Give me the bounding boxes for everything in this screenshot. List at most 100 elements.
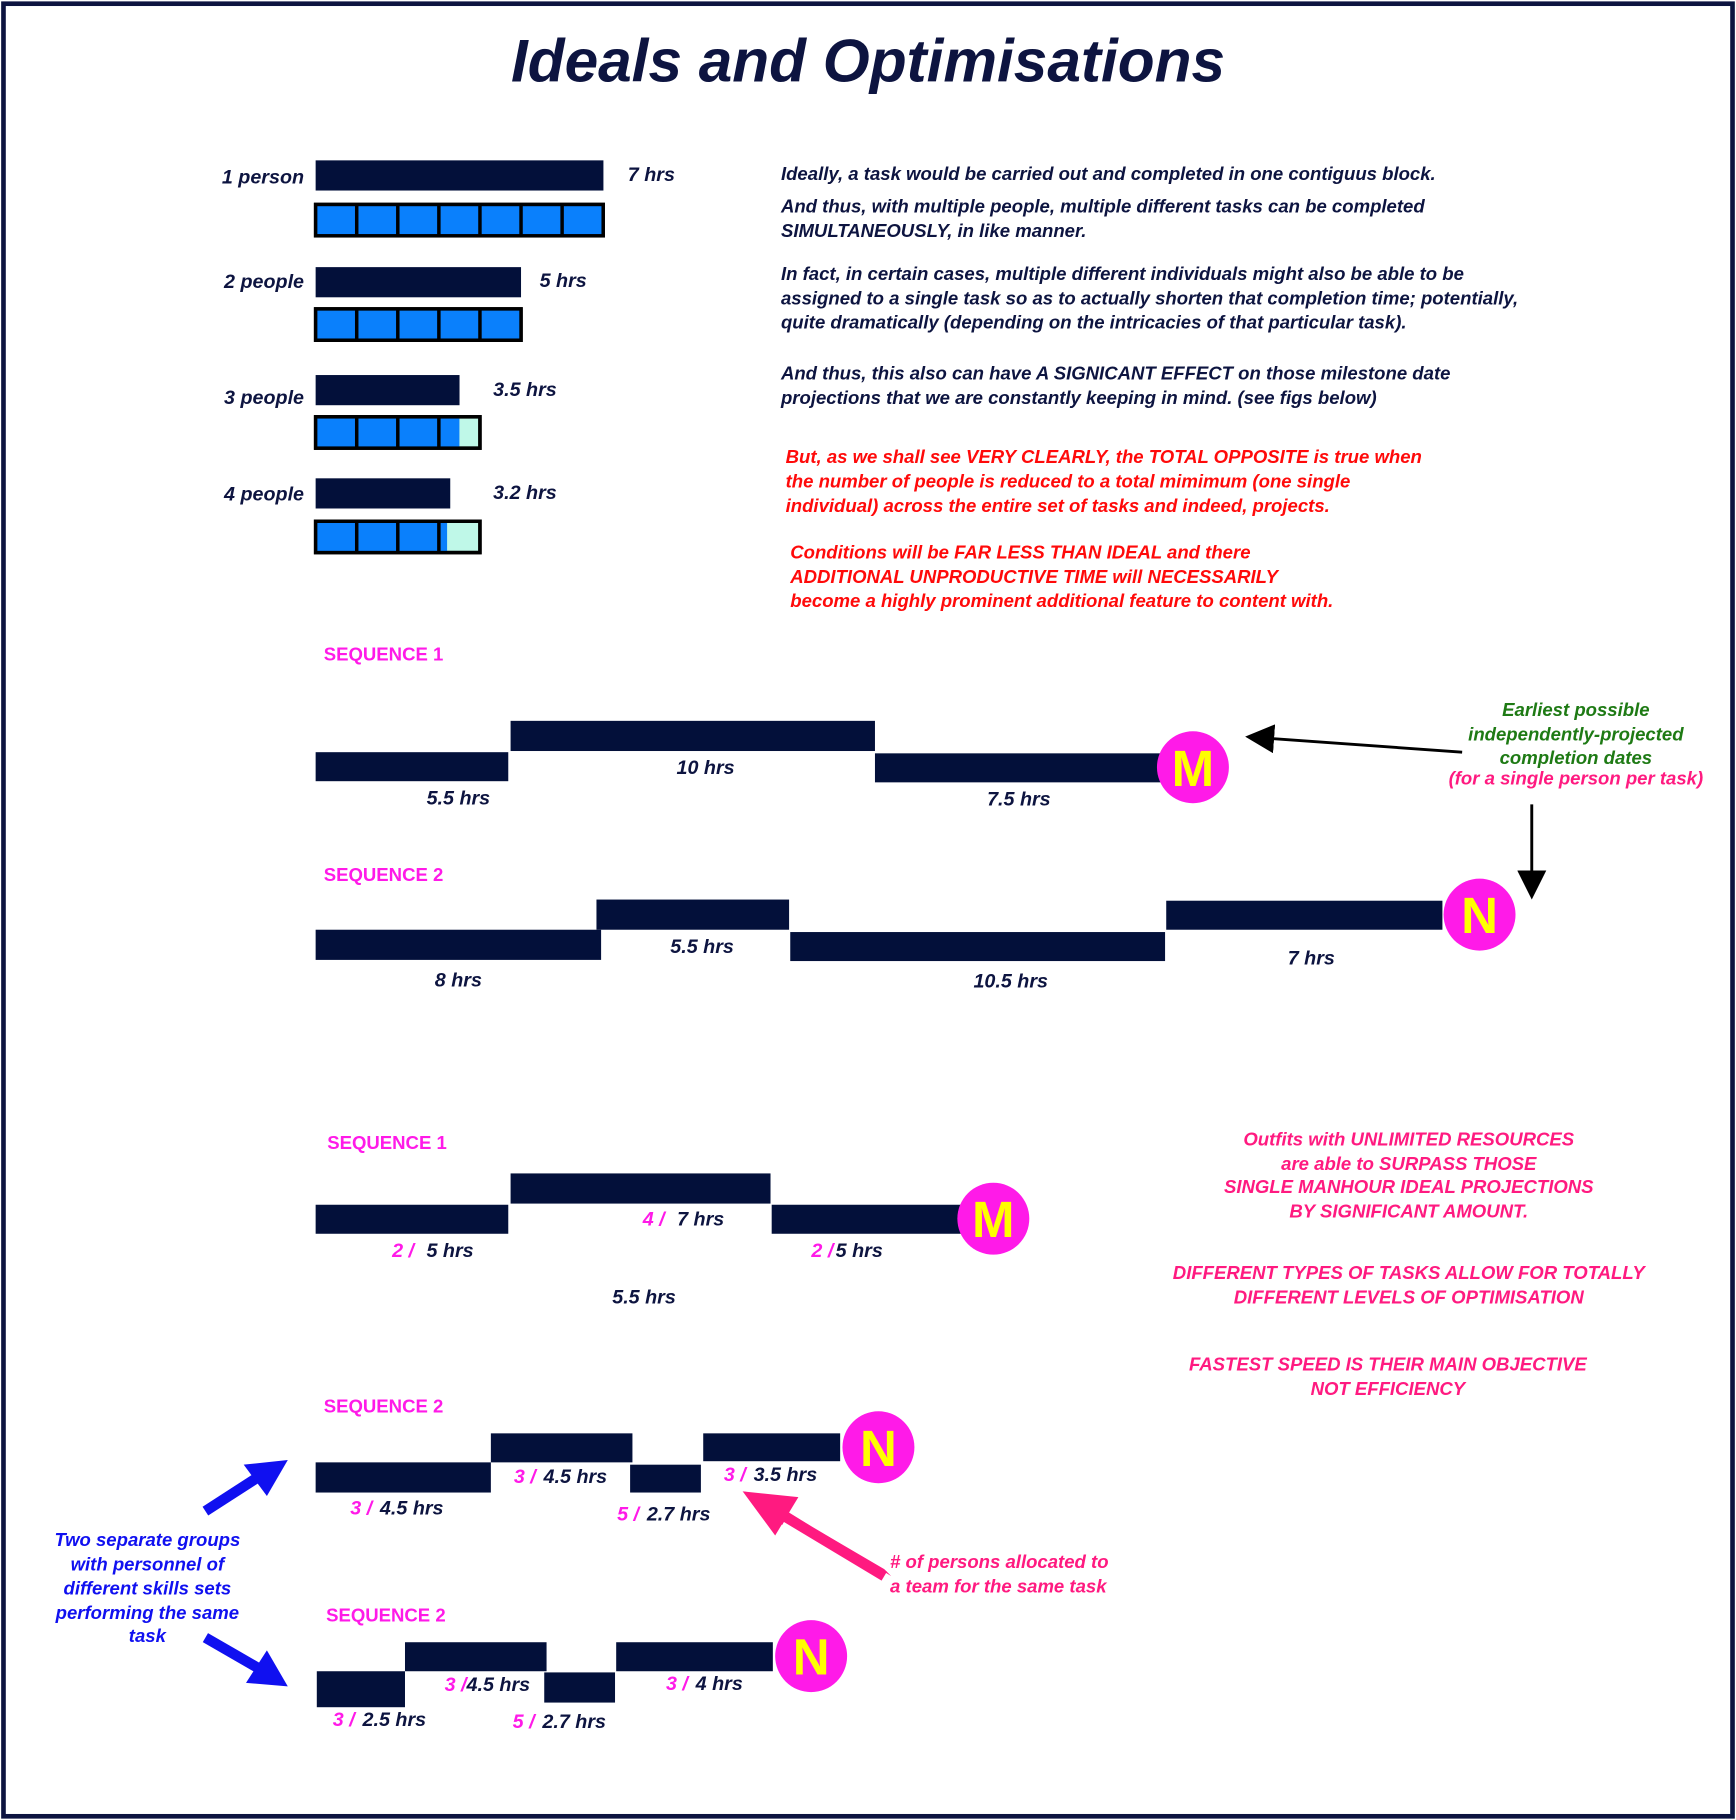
paragraph-line: SIMULTANEOUSLY, in like manner. <box>781 220 1086 241</box>
hour-block <box>479 308 522 341</box>
task-hours: 5 hrs <box>836 1240 883 1262</box>
task-hours: 7.5 hrs <box>987 789 1051 811</box>
staff-hours: 3.2 hrs <box>493 482 557 504</box>
task-bar <box>315 752 509 782</box>
task-hours: 5.5 hrs <box>427 787 491 809</box>
task-bar <box>771 1204 961 1234</box>
task-hours: 4.5 hrs <box>538 1466 607 1488</box>
sequence-label: SEQUENCE 2 <box>324 864 444 885</box>
people-count: 3 / <box>724 1464 748 1486</box>
task-label: 4 / 7 hrs <box>642 1209 725 1231</box>
sequence-label: SEQUENCE 1 <box>327 1132 447 1153</box>
note-line: NOT EFFICIENCY <box>1311 1378 1467 1399</box>
people-count: 3 / <box>333 1709 357 1731</box>
task-bar <box>315 1204 509 1234</box>
task-bar <box>596 899 790 930</box>
task-label: 5 / 2.7 hrs <box>513 1711 606 1733</box>
pink-arrowhead <box>742 1491 799 1536</box>
note-line: FASTEST SPEED IS THEIR MAIN OBJECTIVE <box>1189 1354 1587 1375</box>
hour-block <box>479 204 522 236</box>
task-bar <box>404 1642 547 1672</box>
hour-block <box>356 521 398 553</box>
optimised-sequence-1: SEQUENCE 1 2 / 5 hrs 4 / 7 hrs 2 /5 hrs … <box>315 1132 1030 1308</box>
task-hours: 4.5 hrs <box>466 1674 531 1696</box>
warning-line: Conditions will be FAR LESS THAN IDEAL a… <box>790 541 1250 562</box>
sequence-label: SEQUENCE 2 <box>326 1604 446 1625</box>
people-count: 5 / <box>617 1503 641 1525</box>
hour-block <box>315 416 357 449</box>
persons-note: # of persons allocated to a team for the… <box>742 1491 1109 1596</box>
note-line: Two separate groups <box>54 1529 240 1550</box>
task-hours: 8 hrs <box>435 970 482 992</box>
note-line: different skills sets <box>64 1578 232 1599</box>
note-line: task <box>129 1625 168 1646</box>
task-bar <box>790 932 1166 962</box>
hour-block <box>356 204 398 236</box>
people-count: 2 / <box>810 1240 835 1262</box>
task-hours: 4 hrs <box>690 1673 743 1695</box>
milestone-letter: M <box>1172 740 1215 797</box>
optimised-sequence-2b: SEQUENCE 2 3 / 2.5 hrs 3 /4.5 hrs 5 / 2.… <box>316 1604 848 1733</box>
task-hours: 10.5 hrs <box>973 971 1048 993</box>
task-hours: 5.5 hrs <box>670 936 734 958</box>
note-line: Earliest possible <box>1502 699 1649 720</box>
milestone-letter: N <box>860 1420 897 1477</box>
task-bar <box>316 1671 405 1708</box>
task-bar <box>315 160 604 191</box>
hour-block <box>438 416 460 449</box>
note-line: DIFFERENT LEVELS OF OPTIMISATION <box>1234 1286 1585 1307</box>
pink-arrow-shaft <box>777 1508 887 1581</box>
arrow-icon <box>1245 724 1463 754</box>
note-line: Outfits with UNLIMITED RESOURCES <box>1243 1129 1574 1150</box>
task-label: 3 /4.5 hrs <box>445 1674 531 1696</box>
hour-block <box>397 521 439 553</box>
hour-block-border <box>313 519 482 555</box>
milestone-letter: N <box>1461 887 1498 944</box>
milestone-letter: N <box>793 1629 830 1686</box>
staffing-comparison: 1 person 7 hrs 2 people 5 hrs 3 people 3… <box>222 160 675 555</box>
note-line: with personnel of <box>71 1553 226 1574</box>
page-title: Ideals and Optimisations <box>511 26 1225 94</box>
task-hours: 5 hrs <box>421 1240 474 1262</box>
note-line: a team for the same task <box>890 1575 1108 1596</box>
note-line: completion dates <box>1500 747 1653 768</box>
staff-hours: 3.5 hrs <box>493 379 557 401</box>
paragraph-line: quite dramatically (depending on the int… <box>781 312 1407 333</box>
people-count: 4 / <box>642 1209 667 1231</box>
milestone-m-icon <box>1156 731 1229 804</box>
task-label: 5 / 2.7 hrs <box>617 1503 710 1525</box>
task-hours: 3.5 hrs <box>748 1464 817 1486</box>
task-label: 3 / 4.5 hrs <box>350 1498 443 1520</box>
hour-block <box>438 521 448 553</box>
hour-block <box>315 308 357 341</box>
people-count: 2 / <box>391 1240 416 1262</box>
paragraph-line: In fact, in certain cases, multiple diff… <box>781 263 1464 284</box>
task-hours: 2.5 hrs <box>357 1709 426 1731</box>
note-line: SINGLE MANHOUR IDEAL PROJECTIONS <box>1224 1176 1594 1197</box>
milestone-letter: M <box>972 1191 1015 1248</box>
hour-block <box>356 416 398 449</box>
task-label: 3 / 3.5 hrs <box>724 1464 817 1486</box>
hour-block <box>397 416 439 449</box>
people-count: 5 / <box>513 1711 537 1733</box>
intro-text: Ideally, a task would be carried out and… <box>780 163 1518 611</box>
hour-block <box>562 204 604 236</box>
task-bar <box>315 1462 491 1493</box>
milestone-n-icon <box>1443 878 1516 951</box>
blue-arrow-shaft <box>202 1473 261 1516</box>
task-bar <box>510 1173 771 1204</box>
hour-blocks <box>313 307 523 342</box>
task-label: 2 /5 hrs <box>810 1240 882 1262</box>
hour-block-border <box>313 202 605 238</box>
task-bar <box>1166 900 1443 930</box>
paragraph-line: assigned to a single task so as to actua… <box>781 287 1518 308</box>
milestone-n-icon <box>775 1620 848 1693</box>
warning-line: But, as we shall see VERY CLEARLY, the T… <box>786 446 1422 467</box>
hour-block <box>356 308 398 341</box>
staff-hours: 5 hrs <box>540 270 587 292</box>
hour-block <box>521 204 563 236</box>
task-label: 3 / 2.5 hrs <box>333 1709 426 1731</box>
warning-line: the number of people is reduced to a tot… <box>786 471 1351 492</box>
task-hours: 4.5 hrs <box>374 1498 443 1520</box>
hour-block-border <box>313 307 523 342</box>
